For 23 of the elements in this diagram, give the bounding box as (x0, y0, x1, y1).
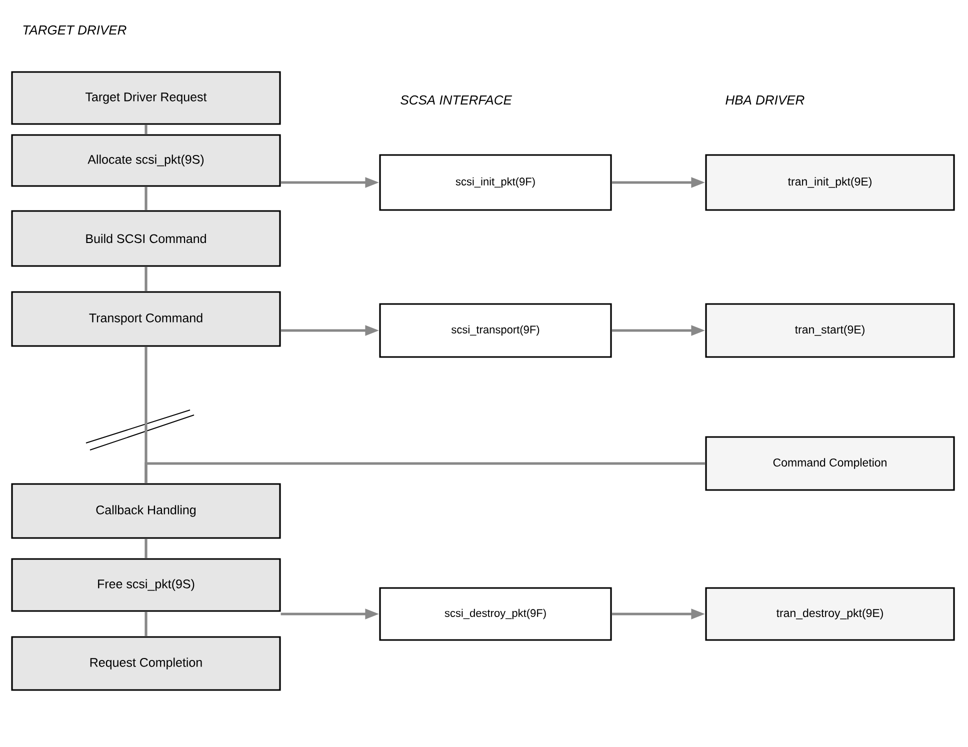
column-heading: TARGET DRIVER (23, 25, 126, 35)
connector (144, 266, 148, 292)
process-box: Target Driver Request (11, 71, 281, 125)
connector (144, 538, 148, 558)
driver-box: tran_start(9E) (705, 303, 955, 358)
interface-box: scsi_init_pkt(9F) (379, 154, 612, 211)
connector (144, 462, 706, 484)
interface-box: scsi_destroy_pkt(9F) (379, 587, 612, 641)
connector (144, 612, 148, 636)
connector (144, 186, 148, 210)
process-box: Transport Command (11, 291, 281, 347)
connector (144, 124, 148, 134)
driver-box: tran_destroy_pkt(9E) (705, 587, 955, 641)
process-box: Request Completion (11, 636, 281, 691)
process-box: Build SCSI Command (11, 210, 281, 267)
process-box: Free scsi_pkt(9S) (11, 558, 281, 612)
driver-box: Command Completion (705, 436, 955, 491)
interface-box: scsi_transport(9F) (379, 303, 612, 358)
process-box: Allocate scsi_pkt(9S) (11, 134, 281, 187)
driver-box: tran_init_pkt(9E) (705, 154, 955, 211)
column-heading: SCSA INTERFACE (400, 95, 512, 105)
column-heading: HBA DRIVER (726, 96, 804, 104)
process-box: Callback Handling (11, 483, 281, 539)
